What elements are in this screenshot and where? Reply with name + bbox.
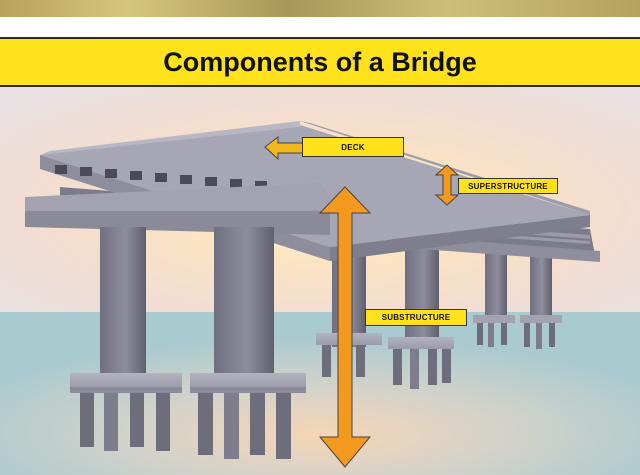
deck-label-text: DECK xyxy=(341,142,365,152)
substructure-label-text: SUBSTRUCTURE xyxy=(381,313,451,322)
front-pier-left xyxy=(70,227,182,451)
front-pier-right xyxy=(190,227,306,459)
bridge-illustration xyxy=(0,87,640,475)
superstructure-arrow xyxy=(434,164,460,206)
deck-label: DECK xyxy=(302,137,404,157)
bridge-drawing xyxy=(0,87,640,475)
superstructure-label-text: SUPERSTRUCTURE xyxy=(468,181,548,191)
far-pier-right xyxy=(473,252,562,349)
slide-title: Components of a Bridge xyxy=(163,46,477,77)
substructure-arrow xyxy=(318,186,372,468)
title-bar: Components of a Bridge xyxy=(0,37,640,87)
decorative-banner-strip xyxy=(0,0,640,17)
superstructure-label: SUPERSTRUCTURE xyxy=(458,178,558,194)
substructure-label: SUBSTRUCTURE xyxy=(365,309,467,326)
